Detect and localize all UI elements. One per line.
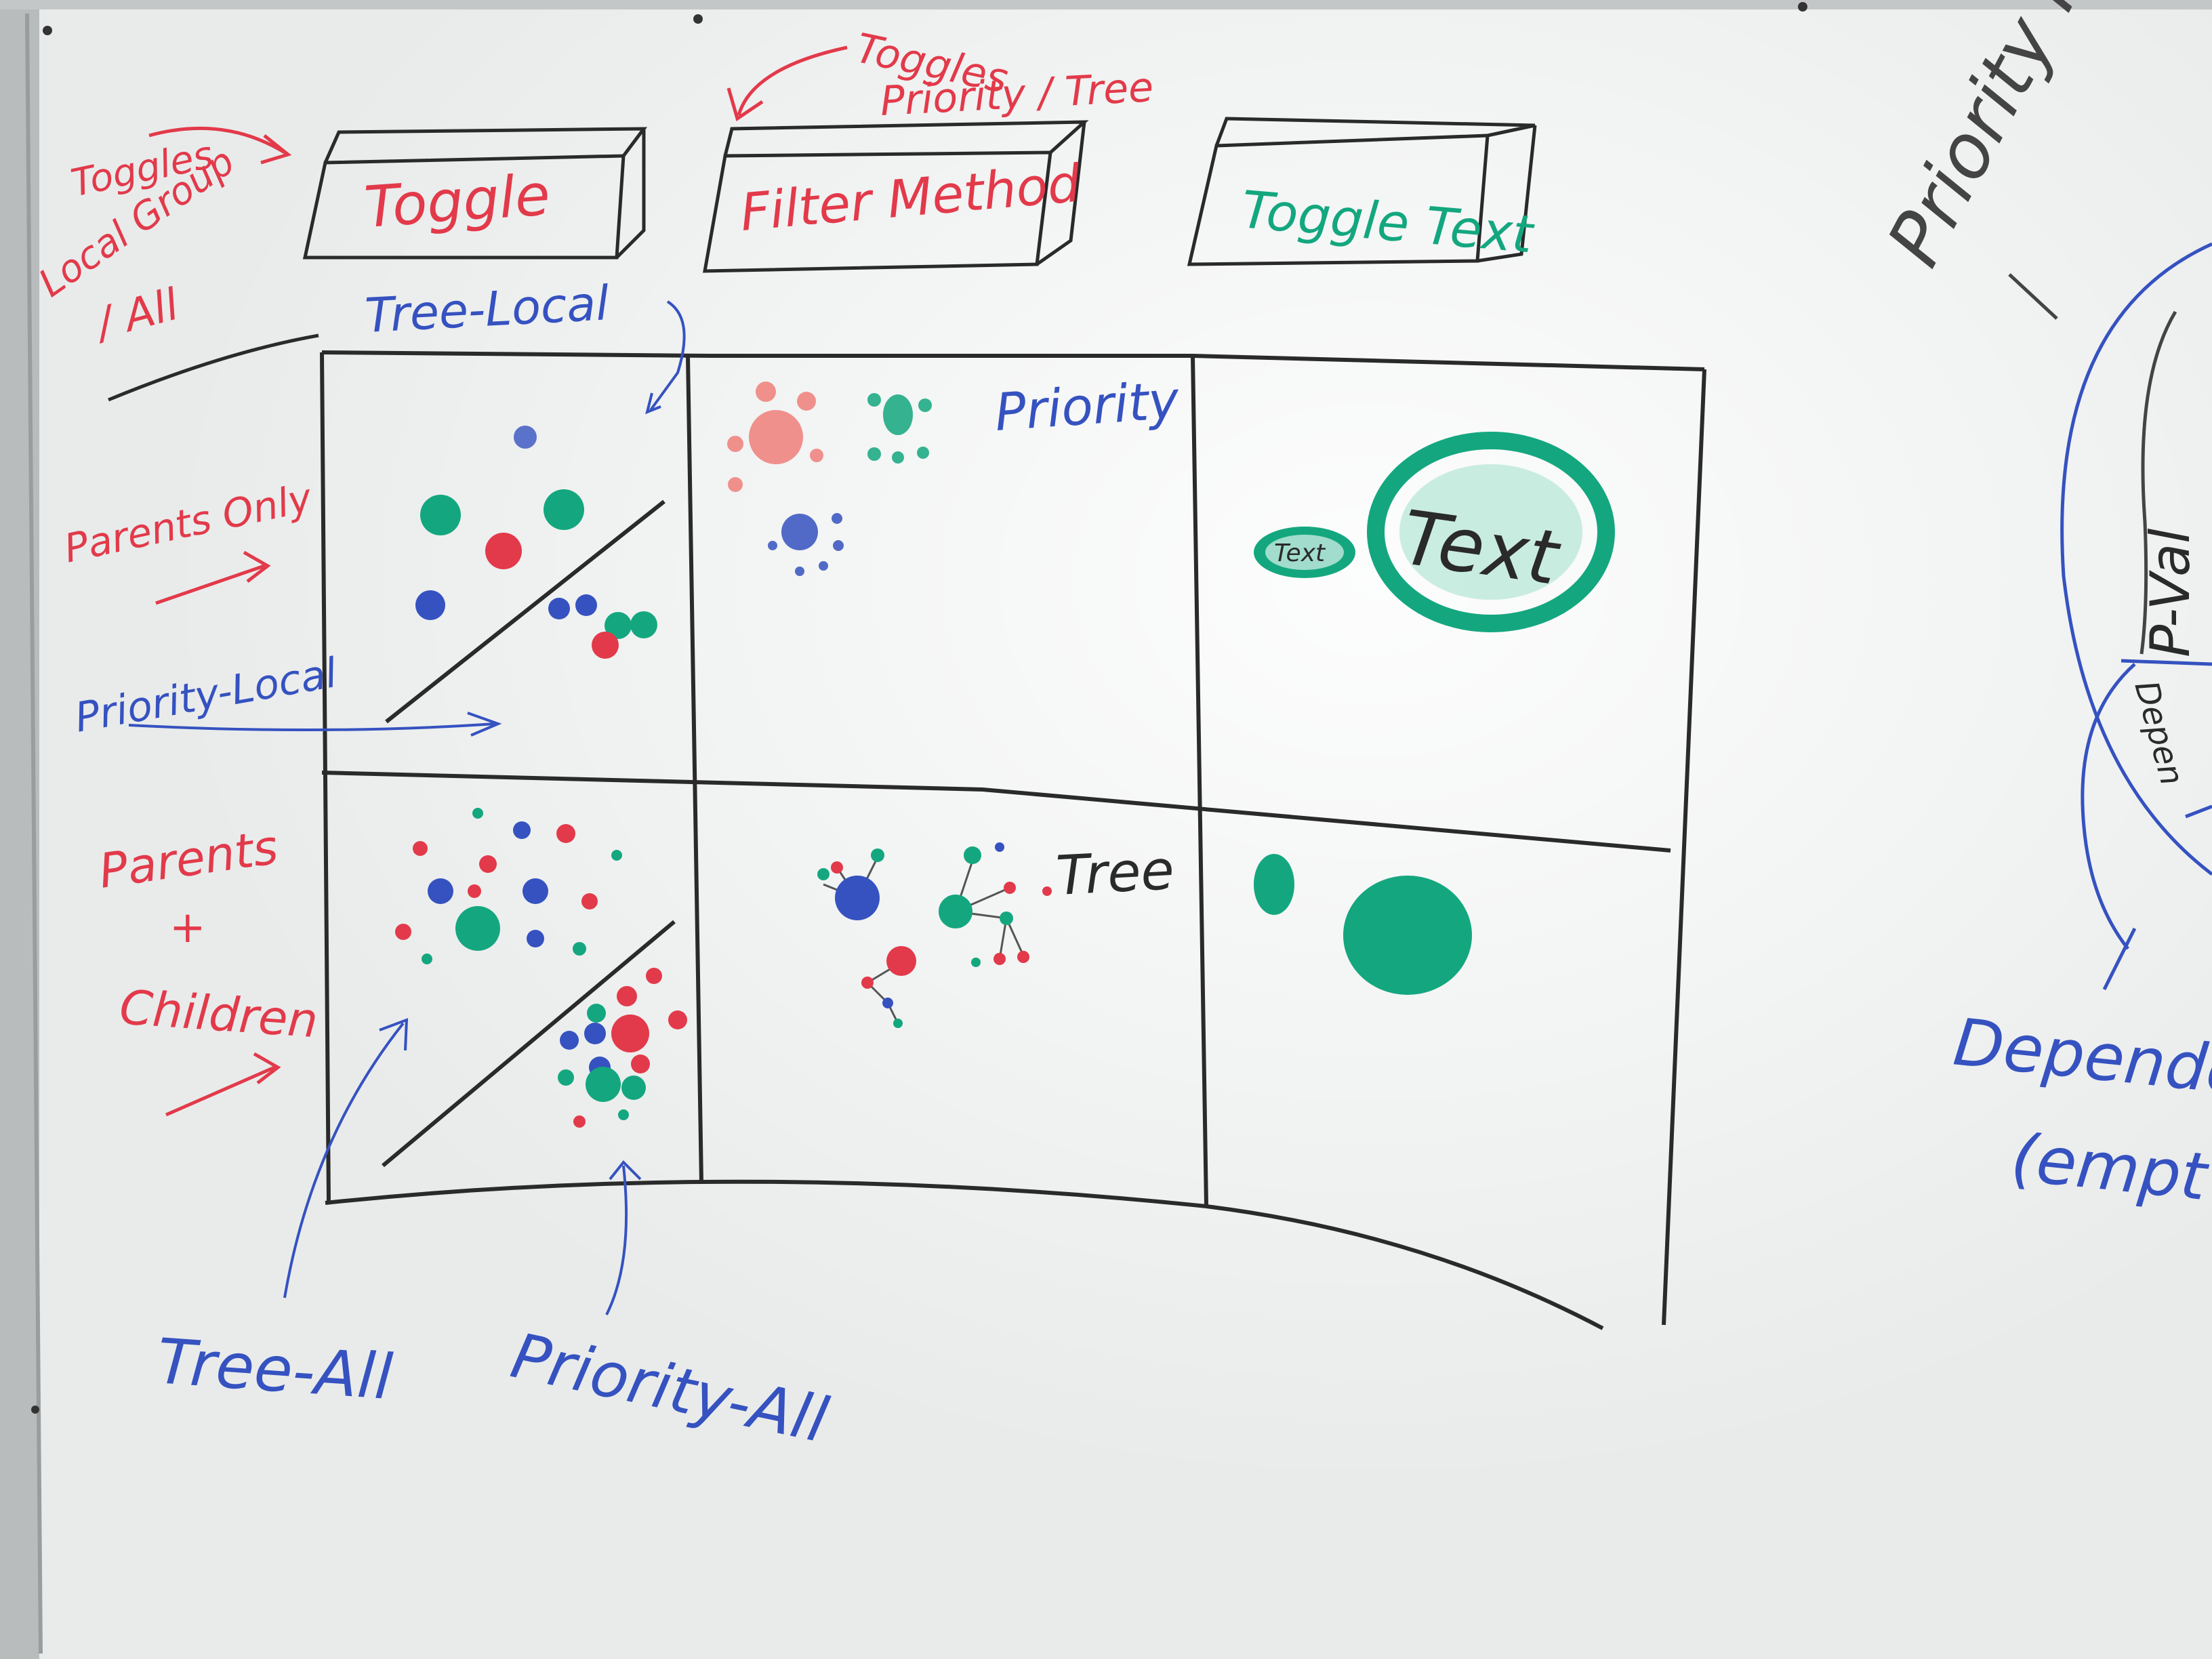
cell-text-children — [1254, 854, 1472, 995]
filter-method-button-sketch — [703, 120, 1089, 273]
note-tree-local: Tree-Local — [364, 275, 611, 344]
arrow-toggles-to-toggle — [148, 126, 292, 165]
partial-priority-map-diagram — [2060, 242, 2212, 991]
grid-outline — [320, 350, 1706, 1330]
note-p-value-partial: P-Val — [2139, 529, 2202, 657]
cell-tree-all-children — [395, 808, 622, 964]
text-bubble-small: Text — [1274, 539, 1326, 567]
toggle-button-label: Toggle — [363, 161, 552, 241]
cell-priority-local-parents — [548, 594, 657, 659]
cell-priority-all-children — [558, 968, 687, 1128]
cell-label-priority: Priority — [993, 369, 1181, 443]
cell-label-tree: Tree — [1054, 838, 1176, 907]
cell-priority-clusters — [727, 382, 932, 576]
cell-text-bubbles — [1254, 432, 1615, 632]
arrow-toggles-to-filter — [726, 45, 848, 121]
note-children: Children — [118, 979, 320, 1048]
note-plus: + — [169, 903, 206, 953]
cell-tree-graphs — [817, 842, 1052, 1028]
toggle-button-sketch — [302, 127, 648, 260]
cell-tree-local-parents — [415, 426, 584, 620]
note-tree-all: Tree-All — [155, 1325, 394, 1414]
toggle-text-button-sketch — [1187, 117, 1537, 266]
